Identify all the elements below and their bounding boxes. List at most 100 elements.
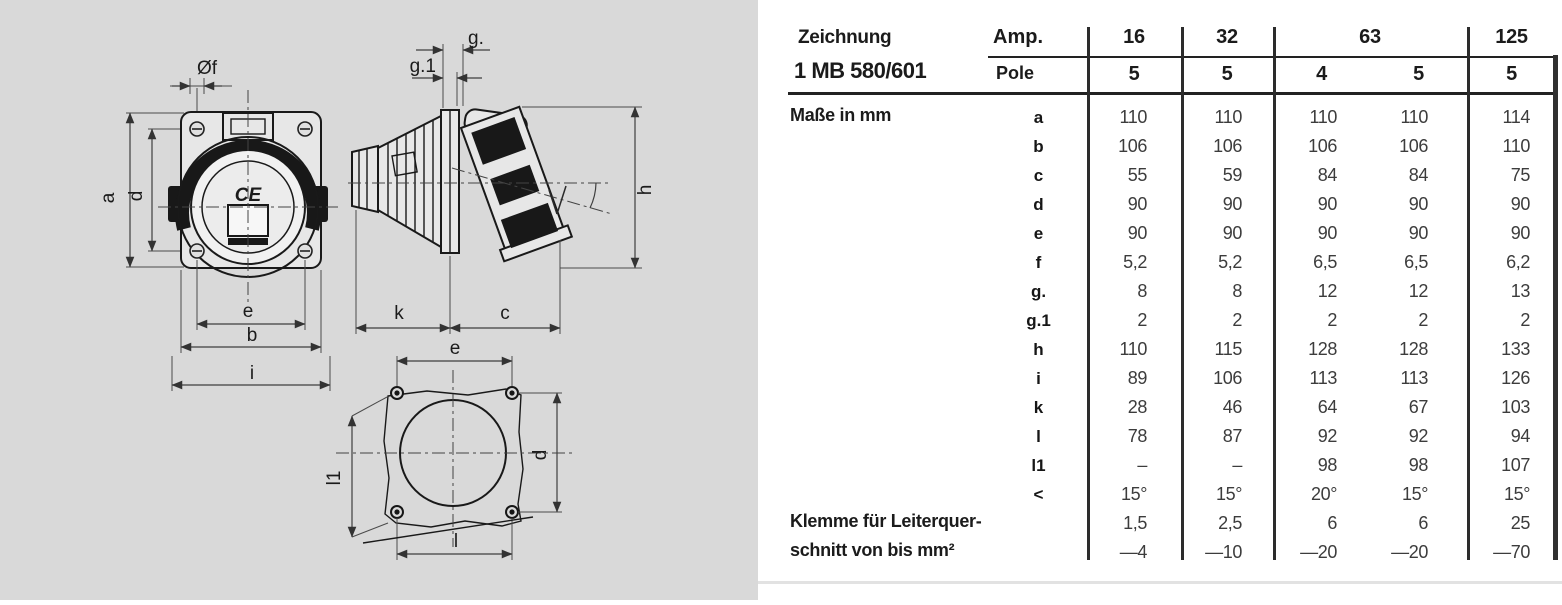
dim-label: d: [1033, 195, 1044, 214]
pole-value: 5: [1413, 63, 1424, 85]
value-125a: 13: [1510, 281, 1531, 301]
table-row: d 90 90 90 90 90: [758, 190, 1556, 219]
bottom-view: e d l1 l: [324, 338, 572, 560]
value-63a-5p: 98: [1408, 455, 1429, 475]
table-row: < 15° 15° 20° 15° 15°: [758, 480, 1556, 509]
value-63a-5p: 106: [1399, 136, 1428, 156]
value-125a: 25: [1510, 513, 1531, 533]
dim-label: l1: [1031, 456, 1046, 475]
value-63a-4p: 90: [1317, 223, 1338, 243]
value-125a: 110: [1502, 136, 1531, 156]
dim-label-d: d: [126, 191, 147, 202]
dim-label-g1: g.1: [410, 56, 436, 77]
dim-label-i: i: [250, 363, 254, 384]
amp-row-rule: [988, 56, 1556, 58]
dim-label: e: [1033, 224, 1044, 243]
value-32a: 106: [1213, 368, 1242, 388]
value-16a: 2: [1137, 310, 1147, 330]
value-125a: 90: [1510, 194, 1531, 214]
table-row: f 5,2 5,2 6,5 6,5 6,2: [758, 248, 1556, 277]
dim-label: l: [1036, 427, 1041, 446]
value-32a: 2: [1232, 310, 1242, 330]
value-32a: 46: [1222, 397, 1243, 417]
value-63a-5p: 128: [1399, 339, 1428, 359]
table-row: c 55 59 84 84 75: [758, 161, 1556, 190]
value-32a: 90: [1222, 194, 1243, 214]
amp-header-16: 16: [1123, 26, 1145, 48]
value-63a-5p: 92: [1408, 426, 1429, 446]
klemme-label-line1: Klemme für Leiterquer-: [790, 511, 982, 531]
value-63a-4p: 92: [1317, 426, 1338, 446]
value-125a: 94: [1510, 426, 1531, 446]
dim-label: b: [1033, 137, 1044, 156]
value-63a-5p: 15°: [1401, 484, 1428, 504]
value-16a: 90: [1127, 194, 1148, 214]
dim-label-b: b: [247, 325, 258, 346]
value-125a: 15°: [1503, 484, 1530, 504]
table-row: b 106 106 106 106 110: [758, 132, 1556, 161]
column-divider: [1467, 27, 1470, 560]
value-63a-4p: 20°: [1310, 484, 1337, 504]
value-63a-5p: 67: [1408, 397, 1429, 417]
value-32a: 5,2: [1218, 252, 1242, 272]
table-body: a 110 110 110 110 114 b 106 106 106 106 …: [758, 103, 1556, 567]
amp-header-63: 63: [1359, 26, 1381, 48]
value-63a-4p: 98: [1317, 455, 1338, 475]
column-divider: [1273, 27, 1276, 560]
value-63a-5p: 12: [1408, 281, 1429, 301]
value-32a: 15°: [1215, 484, 1242, 504]
value-16a: 78: [1127, 426, 1148, 446]
table-row: i 89 106 113 113 126: [758, 364, 1556, 393]
mounting-holes: [189, 121, 313, 259]
table-row: l1 – – 98 98 107: [758, 451, 1556, 480]
dim-label-a: a: [98, 192, 119, 203]
value-32a: 59: [1222, 165, 1243, 185]
amp-header-125: 125: [1495, 26, 1528, 48]
value-125a: 114: [1502, 107, 1531, 127]
pole-value: 5: [1128, 63, 1140, 85]
value-63a-4p: 6: [1327, 513, 1337, 533]
value-63a-4p: 84: [1317, 165, 1338, 185]
dim-label: g.1: [1026, 311, 1051, 330]
value-63a-4p: 64: [1317, 397, 1338, 417]
table-row: a 110 110 110 110 114: [758, 103, 1556, 132]
table-row: g.1 2 2 2 2 2: [758, 306, 1556, 335]
value-16a: —4: [1119, 542, 1148, 562]
dim-label: <: [1033, 485, 1044, 504]
table-right-border: [1553, 55, 1558, 560]
value-32a: 115: [1214, 339, 1243, 359]
dim-label-l1: l1: [324, 471, 345, 486]
value-32a: —10: [1205, 542, 1242, 562]
dim-label-h: h: [635, 185, 656, 196]
dim-label: a: [1033, 108, 1044, 127]
dim-label: i: [1036, 369, 1041, 388]
value-63a-4p: 2: [1327, 310, 1337, 330]
value-16a: 106: [1118, 136, 1147, 156]
value-63a-4p: 113: [1309, 368, 1338, 388]
value-63a-4p: 106: [1308, 136, 1337, 156]
column-divider: [1181, 27, 1184, 560]
table-row: 1,5 2,5 6 6 25: [758, 509, 1556, 538]
value-32a: –: [1232, 455, 1242, 475]
dimension-table: Zeichnung 1 MB 580/601 Amp. Pole 16 32 6…: [758, 0, 1562, 600]
amp-header-32: 32: [1216, 26, 1238, 48]
value-32a: 8: [1232, 281, 1242, 301]
dim-label-c: c: [500, 303, 510, 324]
value-16a: 90: [1127, 223, 1148, 243]
value-63a-4p: 12: [1317, 281, 1338, 301]
dim-label: f: [1035, 253, 1042, 272]
dim-label-e2: e: [450, 338, 461, 359]
ce-mark: CE: [235, 185, 263, 206]
value-16a: –: [1137, 455, 1147, 475]
table-row: h 110 115 128 128 133: [758, 335, 1556, 364]
value-63a-5p: 110: [1400, 107, 1429, 127]
value-16a: 110: [1119, 107, 1148, 127]
drawing-number: 1 MB 580/601: [794, 58, 927, 83]
amp-label: Amp.: [993, 26, 1043, 48]
value-16a: 28: [1127, 397, 1148, 417]
value-125a: 133: [1501, 339, 1530, 359]
dim-label-e: e: [243, 301, 254, 322]
value-63a-5p: 84: [1408, 165, 1429, 185]
pole-value: 5: [1221, 63, 1233, 85]
